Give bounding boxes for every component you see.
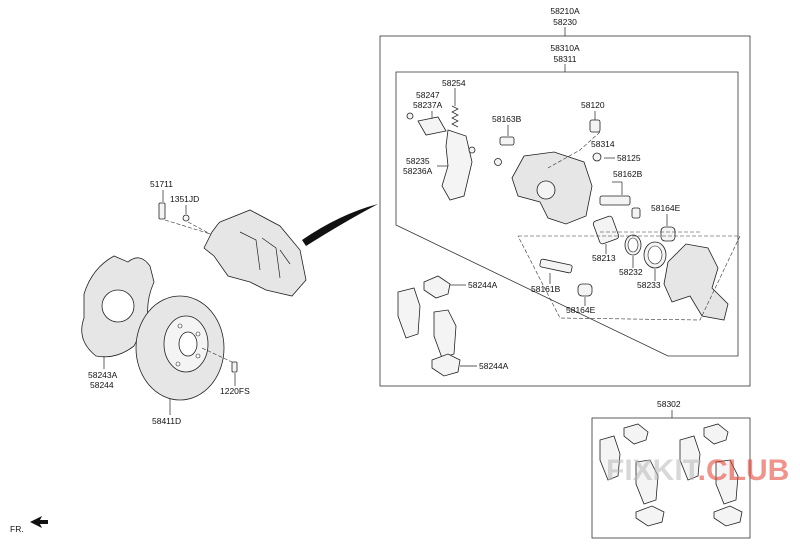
kit-pad-a [599, 435, 621, 481]
label-pin-boot-b: 58163B [492, 114, 522, 124]
label-piston: 58213 [592, 253, 616, 263]
carrier-bracket-part [663, 243, 729, 321]
direction-arrow-icon [30, 516, 48, 528]
label-boot-e-lower: 58164E [566, 305, 596, 315]
label-bracket-b: 58236A [403, 166, 433, 176]
bleeder-part [589, 119, 601, 133]
hose-bolt-part [182, 214, 190, 222]
kit-pad-b [635, 459, 659, 505]
bracket-part [441, 129, 473, 201]
kit-pad-d [715, 459, 739, 505]
bolt-part [158, 202, 166, 220]
brake-pad-left-a [397, 287, 421, 339]
label-caliper-body-1: 58310A [550, 43, 580, 53]
guide-pin-upper [599, 195, 631, 206]
watermark-part2: .CLUB [698, 454, 790, 487]
label-clip-b: 58237A [413, 100, 443, 110]
pad-shim-lower-part [431, 353, 461, 377]
caliper-body-box [395, 71, 739, 357]
pad-kit-box [591, 417, 751, 539]
watermark-part1: FIXKIT [606, 454, 701, 487]
watermark: FIXKIT.CLUB [606, 454, 789, 487]
label-screw: 1220FS [220, 386, 250, 396]
clip-screw [406, 112, 414, 120]
kit-shim-d [713, 505, 743, 527]
boot-e-lower-part [577, 283, 593, 297]
label-piston-boot: 58233 [637, 280, 661, 290]
label-guide-pin: 58161B [531, 284, 561, 294]
label-disc: 58411D [152, 416, 181, 426]
kit-pad-c [679, 435, 701, 481]
assembled-caliper-part [203, 209, 307, 297]
small-washer-b [494, 158, 502, 166]
label-caliper-assy-2: 58230 [553, 17, 577, 27]
bleeder-screw-part [592, 152, 602, 162]
guide-boot-part [631, 207, 641, 219]
piston-part [592, 215, 620, 245]
label-caliper-body-2: 58311 [553, 54, 576, 64]
guide-pin-lower [539, 258, 573, 274]
kit-shim-a [623, 423, 649, 445]
label-pad-shim-lower: 58244A [479, 361, 509, 371]
brake-pad-left-b [433, 309, 457, 359]
label-dust-cover-1: 58243A [88, 370, 118, 380]
caliper-assembly-box [379, 35, 751, 387]
pin-boot-part [499, 136, 515, 146]
label-clip-a: 58247 [416, 90, 440, 100]
label-piston-seal: 58232 [619, 267, 643, 277]
screw-part [231, 361, 238, 373]
label-bolt: 51711 [150, 179, 173, 189]
label-guide-boot: 58162B [613, 169, 643, 179]
label-caliper-assy-1: 58210A [550, 6, 580, 16]
label-bleeder-screw: 58125 [617, 153, 641, 163]
label-bracket-a: 58235 [406, 156, 430, 166]
caliper-bore [536, 180, 556, 200]
direction-label: FR. [10, 524, 24, 534]
clip-part [417, 116, 447, 136]
pad-shim-upper-part [423, 275, 451, 299]
label-dust-cover-2: 58244 [90, 380, 114, 390]
label-hose-bolt: 1351JD [170, 194, 199, 204]
pointer-arrow [302, 204, 378, 246]
boot-e-upper-part [660, 226, 676, 242]
small-washer-a [468, 146, 476, 154]
spring-part [451, 105, 459, 128]
kit-shim-b [635, 505, 665, 527]
label-spring: 58254 [442, 78, 466, 88]
label-pad-shim-upper: 58244A [468, 280, 498, 290]
label-bleeder: 58120 [581, 100, 605, 110]
label-bleeder-cap: 58314 [591, 139, 615, 149]
label-boot-e-upper: 58164E [651, 203, 681, 213]
kit-shim-c [703, 423, 729, 445]
label-pad-kit: 58302 [657, 399, 681, 409]
